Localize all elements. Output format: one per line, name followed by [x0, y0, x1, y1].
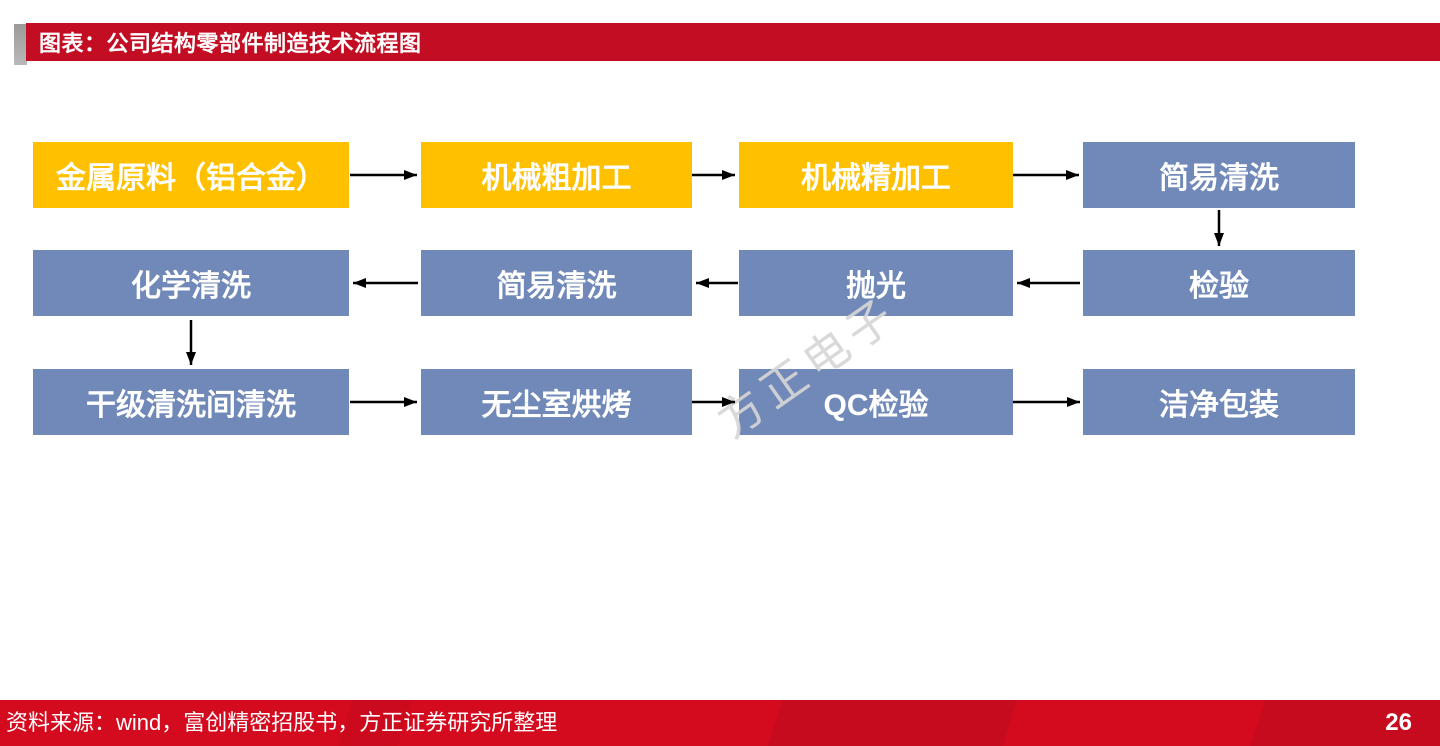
node-chemical-cleaning: 化学清洗 — [33, 250, 349, 316]
page-number: 26 — [1385, 709, 1412, 736]
header-shadow-strip — [14, 24, 27, 65]
node-simple-cleaning-1: 简易清洗 — [1083, 142, 1355, 208]
node-dry-cleanroom-cleaning: 干级清洗间清洗 — [33, 369, 349, 435]
chart-title-bar: 图表：公司结构零部件制造技术流程图 — [26, 23, 1440, 61]
node-metal-raw-material: 金属原料（铝合金） — [33, 142, 349, 208]
node-cleanroom-baking: 无尘室烘烤 — [421, 369, 692, 435]
node-rough-machining: 机械粗加工 — [421, 142, 692, 208]
node-polishing: 抛光 — [739, 250, 1013, 316]
footer-bar: 资料来源：wind，富创精密招股书，方正证券研究所整理 26 — [0, 700, 1440, 746]
source-note: 资料来源：wind，富创精密招股书，方正证券研究所整理 — [6, 710, 558, 735]
node-fine-machining: 机械精加工 — [739, 142, 1013, 208]
node-clean-packaging: 洁净包装 — [1083, 369, 1355, 435]
page-title: 图表：公司结构零部件制造技术流程图 — [39, 31, 422, 56]
node-simple-cleaning-2: 简易清洗 — [421, 250, 692, 316]
node-qc-inspection: QC检验 — [739, 369, 1013, 435]
footer-deco-stripe — [767, 700, 1018, 746]
node-inspection: 检验 — [1083, 250, 1355, 316]
